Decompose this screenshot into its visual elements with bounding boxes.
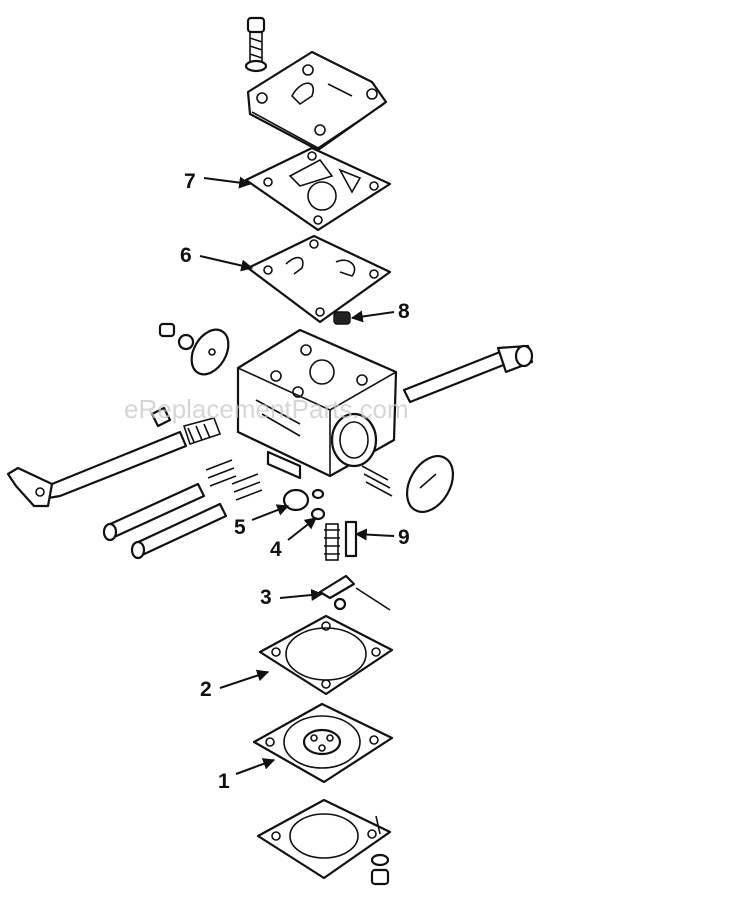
callout-5: 5 [234, 516, 246, 539]
washer-4 [310, 488, 326, 521]
gasket-6 [246, 234, 392, 324]
watermark-text: eReplacementParts.com [124, 394, 409, 424]
callout-3: 3 [260, 586, 272, 609]
bottom-cover [256, 798, 392, 880]
plug-8 [333, 311, 351, 325]
callout-2: 2 [200, 678, 212, 701]
callout-1: 1 [218, 770, 230, 793]
small-clip [150, 406, 172, 428]
adjusting-needle-upper [102, 459, 237, 542]
diaphragm-1 [252, 702, 394, 784]
adjusting-needle-lower [130, 473, 263, 560]
leader-lines [199, 176, 395, 775]
spring-9 [324, 520, 358, 561]
lever-3 [318, 574, 391, 611]
carburetor-body [236, 328, 398, 480]
callout-8: 8 [398, 300, 410, 323]
throttle-disc [190, 328, 230, 376]
top-screw [244, 16, 268, 73]
cap-5 [282, 488, 310, 512]
left-screw [158, 322, 195, 351]
callout-9: 9 [398, 526, 410, 549]
callout-4: 4 [270, 538, 282, 561]
right-spring [361, 465, 393, 497]
lever-disc [405, 455, 455, 513]
throttle-shaft [6, 417, 222, 508]
gasket-2 [258, 614, 394, 696]
top-cover-plate [246, 50, 388, 152]
bottom-screw [370, 853, 390, 886]
gasket-7 [244, 146, 392, 232]
callout-7: 7 [184, 170, 196, 193]
choke-shaft [402, 344, 534, 404]
callout-6: 6 [180, 244, 192, 267]
